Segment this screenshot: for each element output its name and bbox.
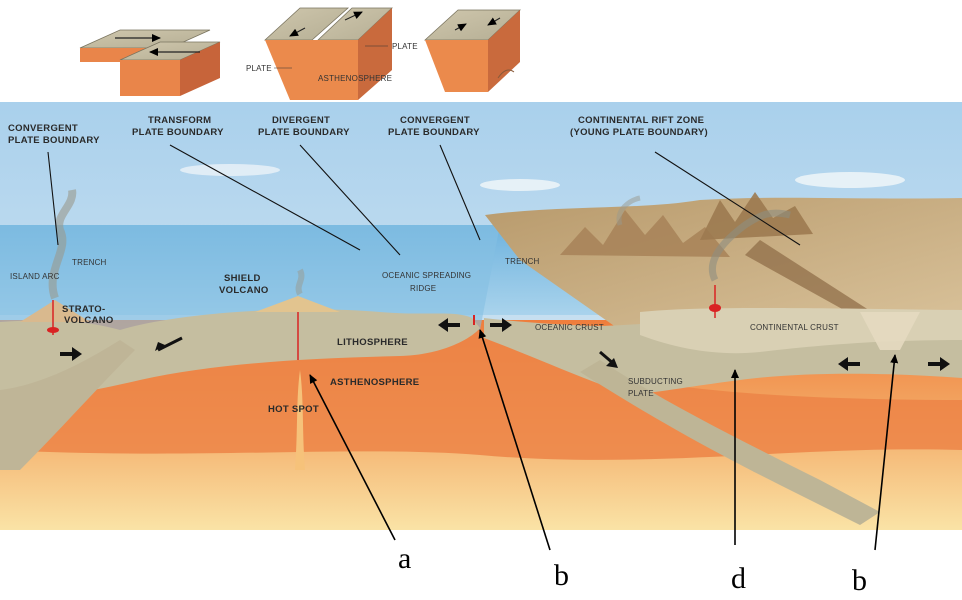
trench-left-label: TRENCH bbox=[72, 258, 107, 267]
answer-letter-d: d bbox=[731, 562, 746, 595]
island-arc-label: ISLAND ARC bbox=[10, 272, 60, 281]
cross-section-scene: CONVERGENT PLATE BOUNDARY TRANSFORM PLAT… bbox=[0, 102, 962, 530]
plate-label-right: PLATE bbox=[392, 42, 418, 51]
hot-spot-label: HOT SPOT bbox=[268, 404, 319, 415]
trench-right-label: TRENCH bbox=[505, 257, 540, 266]
convergent-block-illustration bbox=[423, 9, 522, 92]
divergent-block-illustration: PLATE PLATE ASTHENOSPHERE bbox=[246, 7, 418, 100]
convergent-right-label-line2: PLATE BOUNDARY bbox=[388, 127, 480, 138]
shield-volcano-label-line2: VOLCANO bbox=[219, 285, 269, 296]
asthenosphere-label: ASTHENOSPHERE bbox=[330, 377, 419, 388]
stratovolcano-label-line2: VOLCANO bbox=[64, 315, 114, 326]
oceanic-ridge-label-line1: OCEANIC SPREADING bbox=[382, 271, 471, 280]
answer-arrows bbox=[309, 329, 899, 551]
plate-label-left: PLATE bbox=[246, 64, 272, 73]
subducting-plate-label-line1: SUBDUCTING bbox=[628, 377, 683, 386]
convergent-right-label-line1: CONVERGENT bbox=[400, 115, 470, 126]
rift-zone-label-line1: CONTINENTAL RIFT ZONE bbox=[578, 115, 704, 126]
rift-zone-label-line2: (YOUNG PLATE BOUNDARY) bbox=[570, 127, 708, 138]
lithosphere-label: LITHOSPHERE bbox=[337, 337, 408, 348]
transform-label-line1: TRANSFORM bbox=[148, 115, 211, 126]
motion-arrows bbox=[60, 318, 950, 371]
transform-label-line2: PLATE BOUNDARY bbox=[132, 127, 224, 138]
answer-letter-b-ridge: b bbox=[554, 559, 569, 592]
answer-letter-b-rift: b bbox=[852, 564, 867, 597]
divergent-label-line1: DIVERGENT bbox=[272, 115, 330, 126]
label-leader-lines bbox=[47, 144, 801, 256]
subducting-plate-label-line2: PLATE bbox=[628, 389, 654, 398]
answer-letter-a: a bbox=[398, 542, 411, 575]
stratovolcano-label-line1: STRATO- bbox=[62, 304, 105, 315]
continental-crust-label: CONTINENTAL CRUST bbox=[750, 323, 839, 332]
asthenosphere-block-label: ASTHENOSPHERE bbox=[318, 74, 392, 83]
convergent-left-label-line2: PLATE BOUNDARY bbox=[8, 135, 100, 146]
divergent-label-line2: PLATE BOUNDARY bbox=[258, 127, 350, 138]
oceanic-ridge-label-line2: RIDGE bbox=[410, 284, 436, 293]
shield-volcano-label-line1: SHIELD bbox=[224, 273, 261, 284]
transform-block-illustration bbox=[79, 29, 221, 96]
oceanic-crust-label: OCEANIC CRUST bbox=[535, 323, 604, 332]
convergent-left-label-line1: CONVERGENT bbox=[8, 123, 78, 134]
